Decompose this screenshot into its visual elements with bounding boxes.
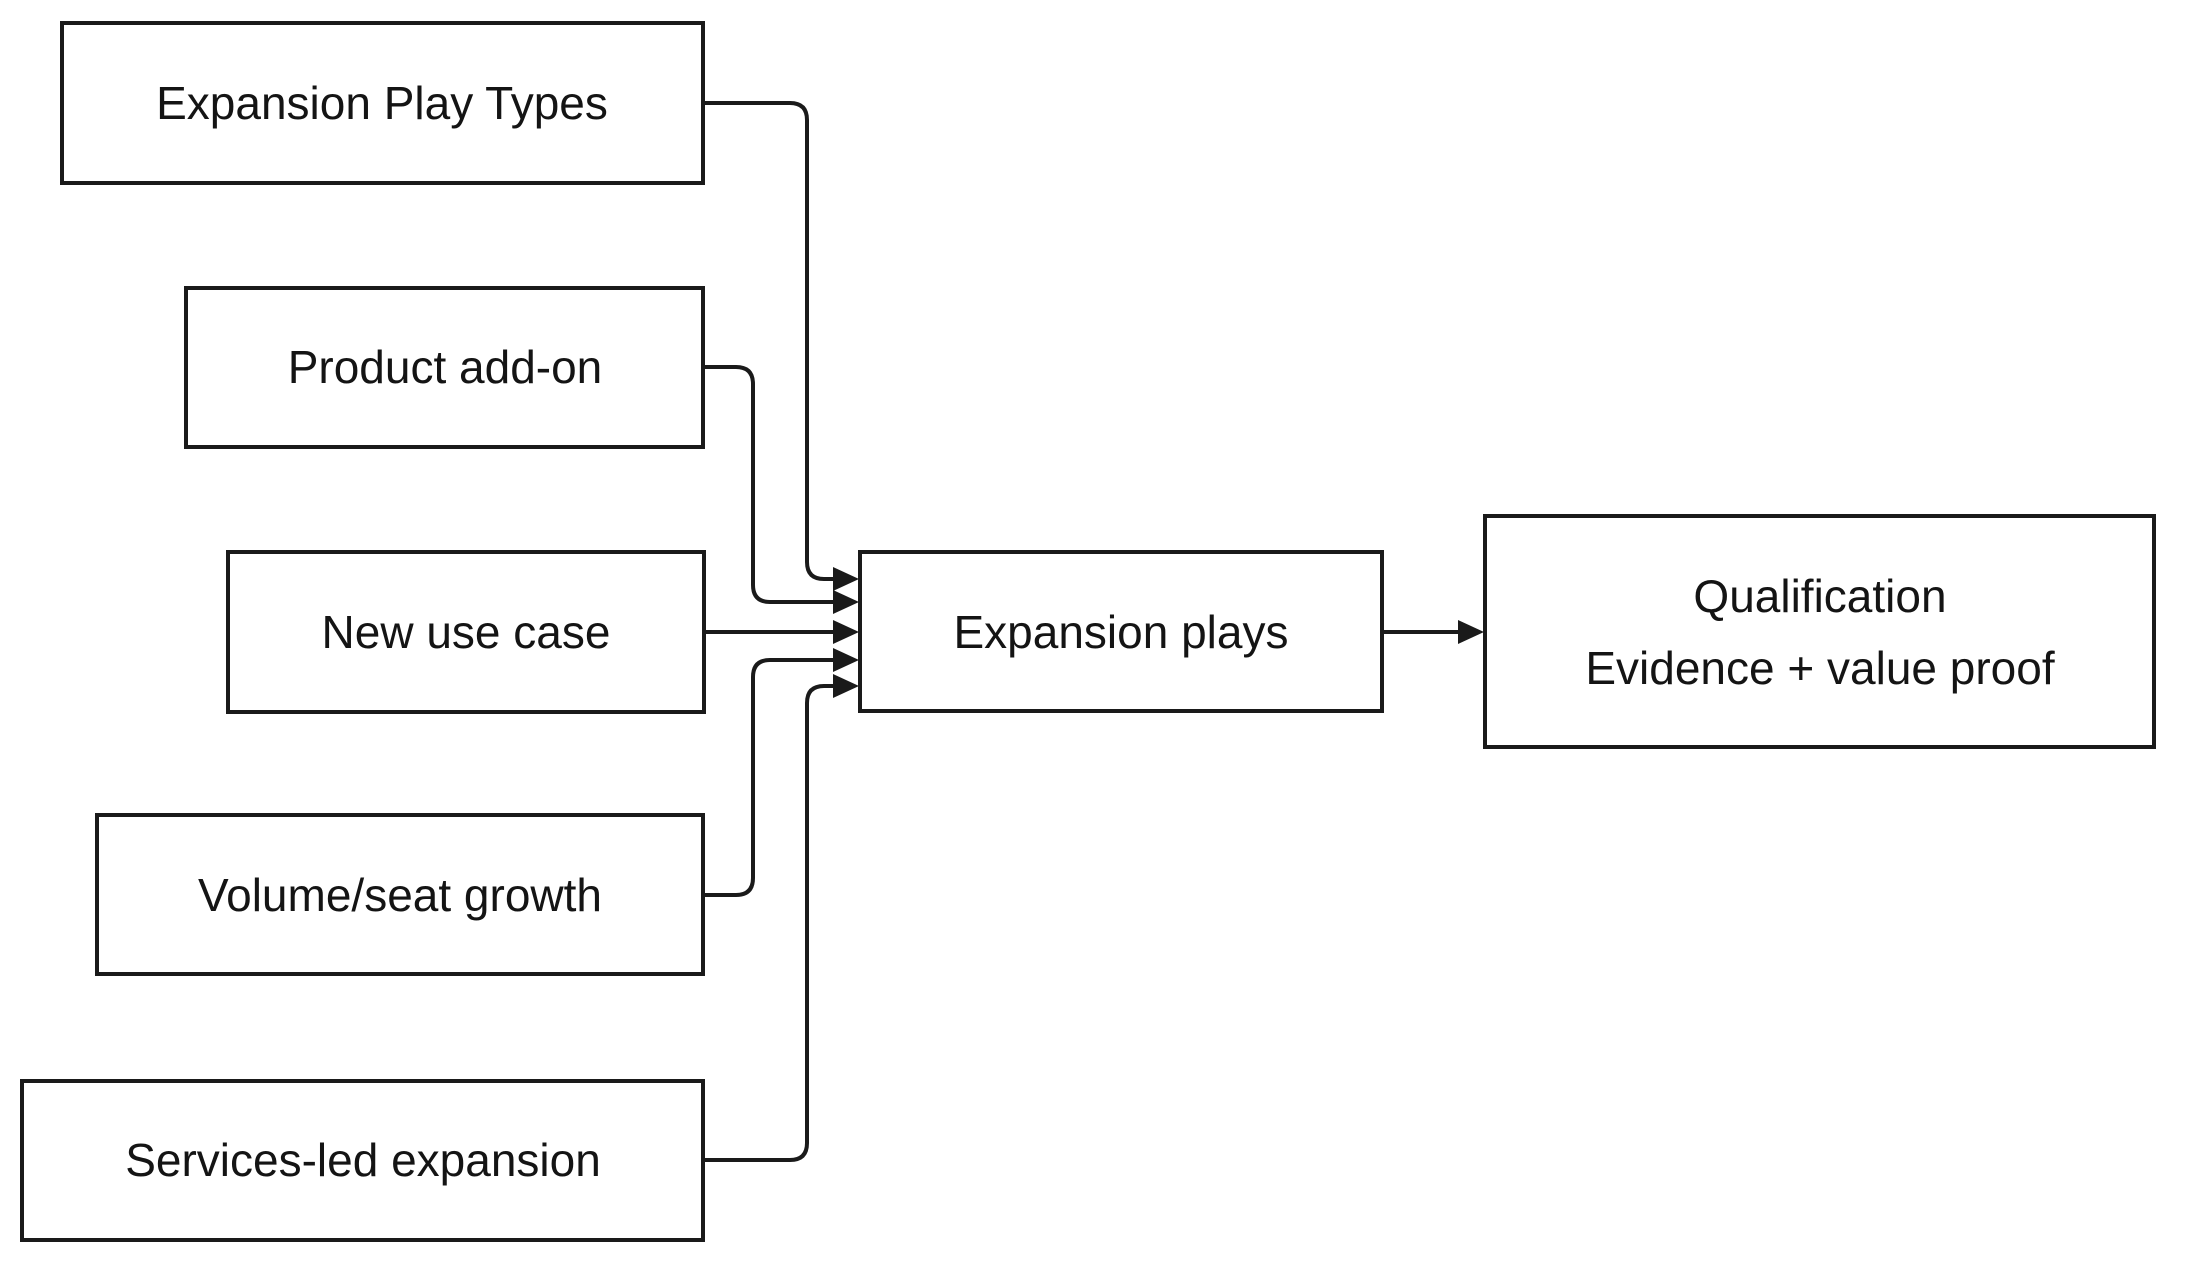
edge-new-use-case-to-expansion-plays <box>704 620 859 644</box>
node-expansion-play-types: Expansion Play Types <box>60 21 705 185</box>
node-services-led-expansion-label: Services-led expansion <box>125 1134 601 1186</box>
edge-product-add-on-to-expansion-plays <box>703 365 859 614</box>
arrowhead-icon <box>833 620 859 644</box>
arrowhead-icon <box>833 590 859 614</box>
node-qualification-box <box>1483 514 2156 749</box>
node-volume-seat-growth-label: Volume/seat growth <box>198 869 602 921</box>
node-expansion-plays-box <box>858 550 1384 713</box>
arrowhead-icon <box>833 674 859 698</box>
node-product-add-on-box <box>184 286 705 449</box>
arrowhead-icon <box>833 648 859 672</box>
arrowhead-icon <box>1458 620 1484 644</box>
node-qualification: Qualification Evidence + value proof <box>1483 514 2156 749</box>
edge-line <box>703 684 833 1162</box>
node-new-use-case-label: New use case <box>322 606 611 658</box>
edge-line <box>703 101 833 581</box>
edge-line <box>703 365 833 604</box>
edge-volume-seat-growth-to-expansion-plays <box>703 648 859 897</box>
node-qualification-label-line1: Qualification <box>1693 570 1946 622</box>
node-services-led-expansion: Services-led expansion <box>20 1079 705 1242</box>
node-qualification-label-line2: Evidence + value proof <box>1585 642 2054 694</box>
node-new-use-case: New use case <box>226 550 706 714</box>
node-expansion-plays-label: Expansion plays <box>954 606 1289 658</box>
node-volume-seat-growth: Volume/seat growth <box>95 813 705 976</box>
edge-services-led-expansion-to-expansion-plays <box>703 674 859 1162</box>
node-product-add-on-label: Product add-on <box>288 341 603 393</box>
edge-expansion-play-types-to-expansion-plays <box>703 101 859 591</box>
edge-line <box>703 658 833 897</box>
node-expansion-plays: Expansion plays <box>858 550 1384 713</box>
edge-expansion-plays-to-qualification <box>1382 620 1484 644</box>
node-services-led-expansion-box <box>20 1079 705 1242</box>
node-product-add-on: Product add-on <box>184 286 705 449</box>
node-new-use-case-box <box>226 550 706 714</box>
arrowhead-icon <box>833 567 859 591</box>
node-expansion-play-types-box <box>60 21 705 185</box>
node-expansion-play-types-label: Expansion Play Types <box>156 77 608 129</box>
node-volume-seat-growth-box <box>95 813 705 976</box>
